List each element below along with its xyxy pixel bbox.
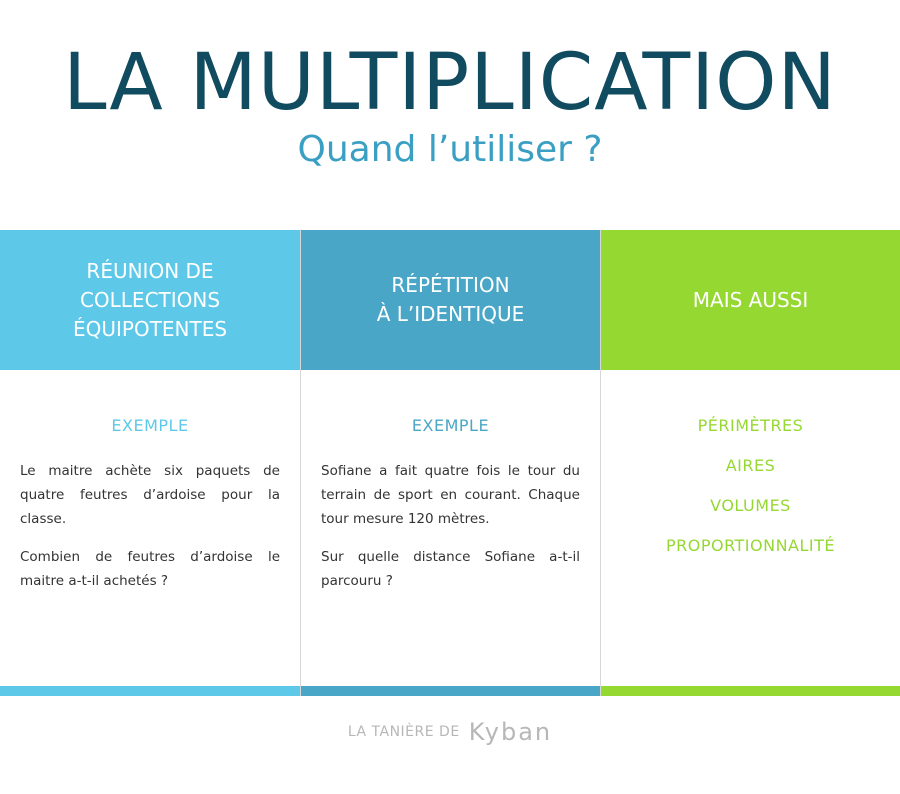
example-text: Sofiane a fait quatre fois le tour du te…	[321, 463, 580, 527]
columns: RÉUNION DE COLLECTIONS ÉQUIPOTENTES EXEM…	[0, 230, 900, 696]
column-heading: MAIS AUSSI	[692, 287, 809, 312]
column-header-reunion: RÉUNION DE COLLECTIONS ÉQUIPOTENTES	[0, 230, 300, 370]
other-uses-list: PÉRIMÈTRES AIRES VOLUMES PROPORTIONNALIT…	[621, 415, 880, 557]
example-question: Combien de feutres d’ardoise le maitre a…	[20, 549, 280, 589]
example-question: Sur quelle distance Sofiane a-t-il parco…	[321, 549, 580, 589]
column-heading: RÉUNION DE COLLECTIONS ÉQUIPOTENTES	[72, 258, 228, 341]
column-body: EXEMPLE Sofiane a fait quatre fois le to…	[301, 415, 600, 593]
example-label: EXEMPLE	[111, 416, 189, 435]
column-body: EXEMPLE Le maitre achète six paquets de …	[0, 415, 300, 593]
page-subtitle: Quand l’utiliser ?	[297, 129, 603, 170]
column-bottom-bar	[301, 686, 600, 696]
footer-prefix: LA TANIÈRE DE	[347, 724, 460, 740]
page-title: LA MULTIPLICATION	[63, 38, 837, 128]
column-mais-aussi: MAIS AUSSI PÉRIMÈTRES AIRES VOLUMES PROP…	[600, 230, 900, 696]
column-repetition: RÉPÉTITION À L’IDENTIQUE EXEMPLE Sofiane…	[300, 230, 600, 696]
list-item: VOLUMES	[710, 496, 791, 515]
list-item: AIRES	[725, 456, 776, 475]
column-header-repetition: RÉPÉTITION À L’IDENTIQUE	[301, 230, 600, 370]
list-item: PROPORTIONNALITÉ	[665, 536, 836, 555]
column-heading: RÉPÉTITION À L’IDENTIQUE	[376, 273, 525, 326]
column-reunion: RÉUNION DE COLLECTIONS ÉQUIPOTENTES EXEM…	[0, 230, 300, 696]
example-text: Le maitre achète six paquets de quatre f…	[20, 463, 280, 527]
column-bottom-bar	[601, 686, 900, 696]
footer-brand-logo: Kyban	[468, 718, 553, 746]
column-body: PÉRIMÈTRES AIRES VOLUMES PROPORTIONNALIT…	[601, 415, 900, 557]
column-header-mais-aussi: MAIS AUSSI	[601, 230, 900, 370]
column-bottom-bar	[0, 686, 300, 696]
example-label: EXEMPLE	[411, 416, 490, 435]
list-item: PÉRIMÈTRES	[697, 416, 804, 435]
footer-credit: LA TANIÈRE DE Kyban	[0, 718, 900, 746]
